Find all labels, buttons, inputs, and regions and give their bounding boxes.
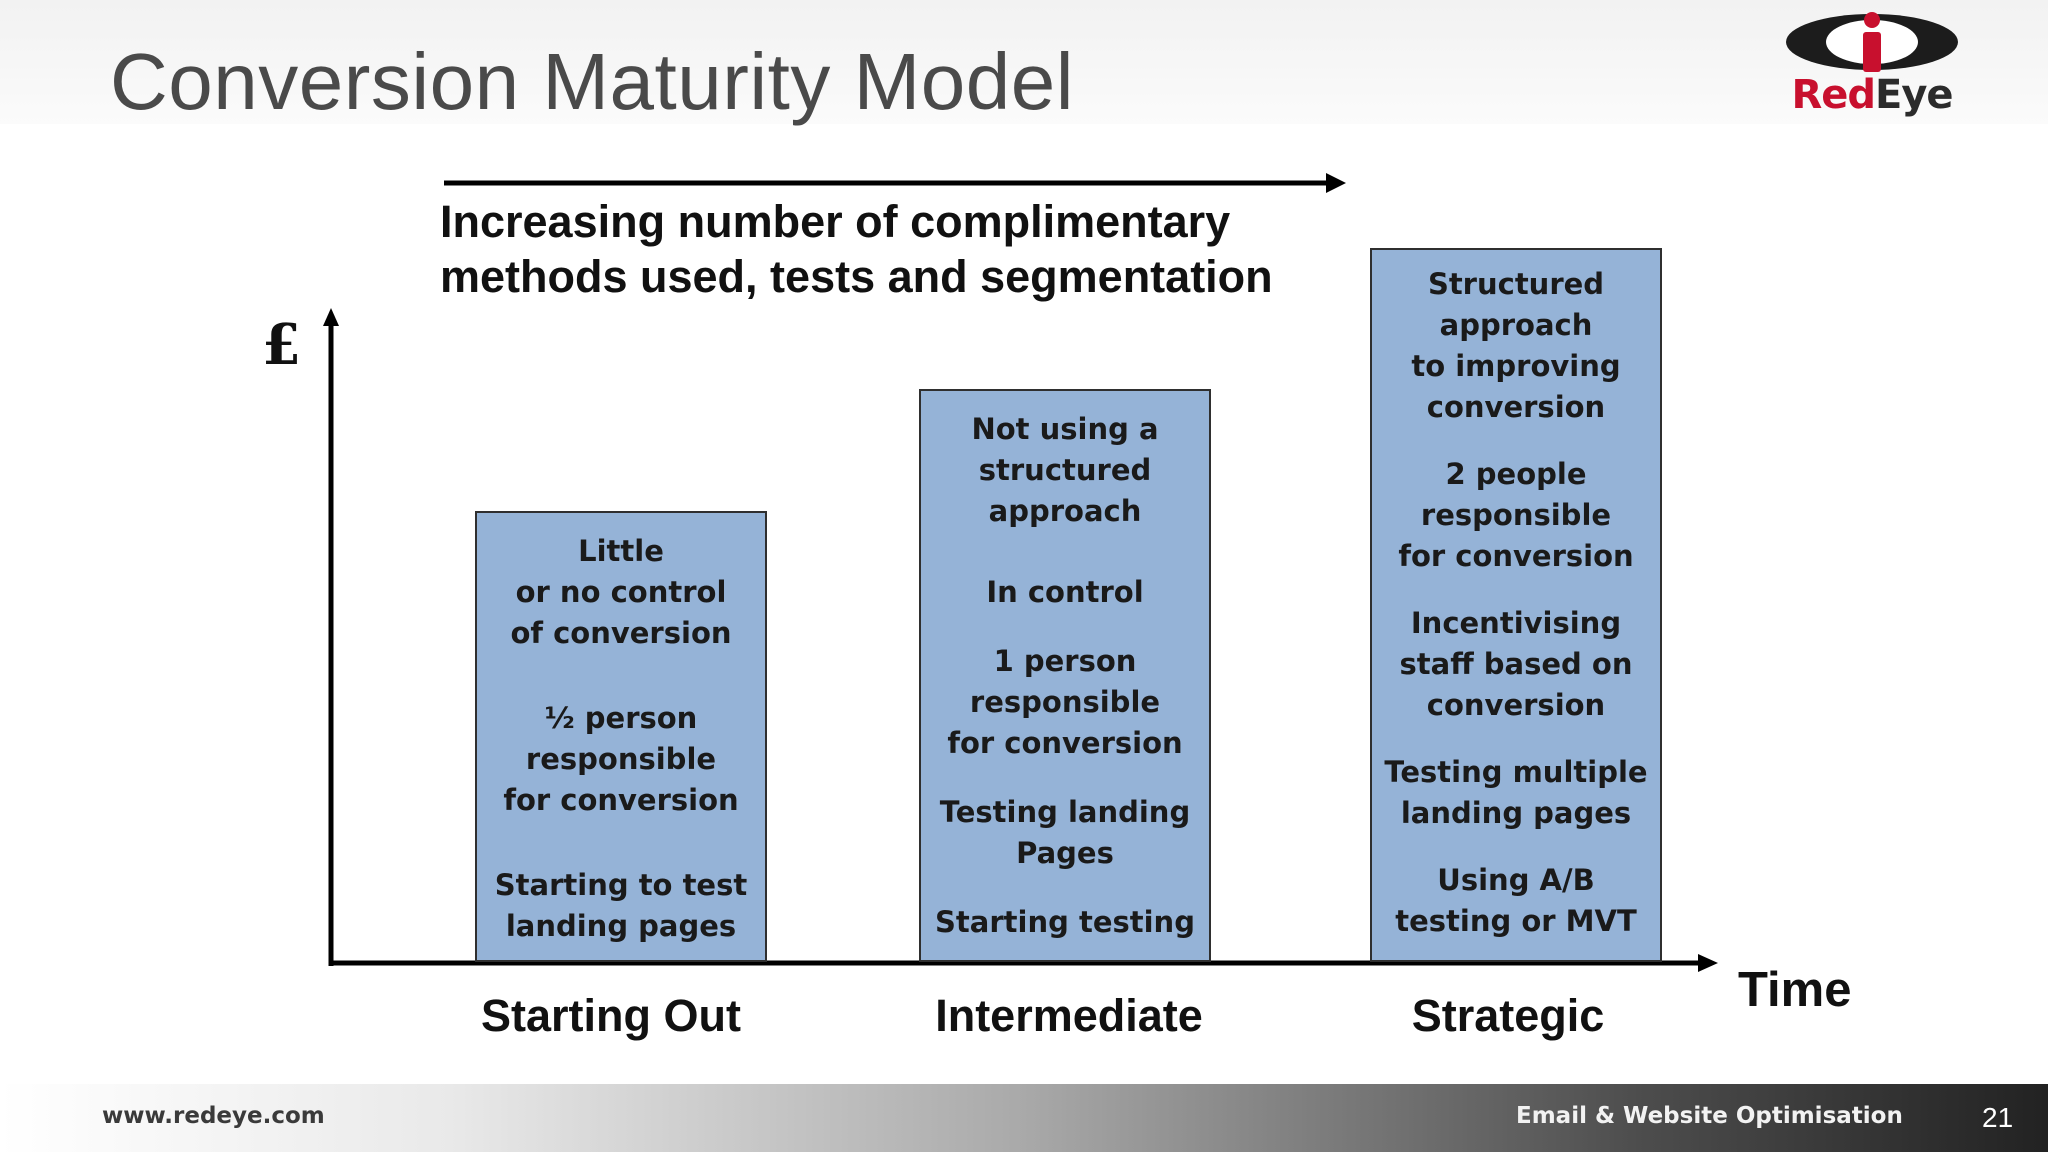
bar-text-line: approach bbox=[988, 494, 1142, 528]
bar-text-line: or no control bbox=[515, 575, 727, 609]
group-spacer bbox=[921, 532, 1209, 572]
bar-text-line: landing pages bbox=[505, 909, 737, 943]
group-spacer bbox=[921, 764, 1209, 792]
bar-text-line: of conversion bbox=[510, 616, 732, 650]
footer-tagline: Email & Website Optimisation bbox=[1516, 1103, 1903, 1129]
stage-label: Starting Out bbox=[481, 990, 741, 1041]
bar-text-line: Not using a bbox=[971, 412, 1159, 446]
group-spacer bbox=[921, 874, 1209, 902]
top-caption: Increasing number of complimentary metho… bbox=[440, 194, 1360, 304]
bar-text-line: structured bbox=[978, 453, 1152, 487]
slide-title: Conversion Maturity Model bbox=[110, 37, 1074, 126]
top-caption-line: Increasing number of complimentary bbox=[440, 196, 1231, 247]
bar-text-line: to improving bbox=[1411, 349, 1621, 383]
bar-text-line: staff based on bbox=[1399, 647, 1633, 681]
group-spacer bbox=[477, 654, 765, 698]
group-spacer bbox=[477, 821, 765, 865]
bar-text-line: Incentivising bbox=[1410, 606, 1622, 640]
bar-text-line: conversion bbox=[1426, 390, 1606, 424]
group-spacer bbox=[1372, 726, 1660, 752]
x-axis-label: Time bbox=[1738, 963, 1852, 1017]
bar-text-line: In control bbox=[986, 575, 1144, 609]
stage-label: Intermediate bbox=[935, 990, 1203, 1041]
logo-wordmark: RedEye bbox=[1786, 72, 1958, 118]
logo-text-dark: Eye bbox=[1875, 72, 1954, 118]
bar-text-line: Testing multiple bbox=[1384, 755, 1648, 789]
y-axis-label: £ bbox=[262, 312, 301, 378]
bar-text-line: 1 person bbox=[993, 644, 1137, 678]
maturity-bar-starting-out: Little or no control of conversion ½ person… bbox=[475, 511, 767, 962]
progress-arrow-head bbox=[1326, 173, 1346, 193]
bar-text-line: ½ person bbox=[544, 701, 698, 735]
bar-text-line: for conversion bbox=[947, 726, 1183, 760]
bar-text-line: for conversion bbox=[503, 783, 739, 817]
group-spacer bbox=[1372, 428, 1660, 454]
redeye-i-logo-icon bbox=[1786, 12, 1958, 72]
stage-label: Strategic bbox=[1411, 990, 1605, 1041]
slide-header bbox=[0, 0, 2048, 124]
y-axis-arrow-head bbox=[323, 308, 339, 326]
group-spacer bbox=[1372, 577, 1660, 603]
bar-text-line: Pages bbox=[1016, 836, 1114, 870]
page-number: 21 bbox=[1982, 1102, 2014, 1133]
bar-text-line: for conversion bbox=[1398, 539, 1634, 573]
bar-text-line: conversion bbox=[1426, 688, 1606, 722]
bar-text-line: responsible bbox=[525, 742, 717, 776]
bar-text-line: responsible bbox=[969, 685, 1161, 719]
bar-text-line: Starting to test bbox=[494, 868, 748, 902]
bar-text-line: Using A/B bbox=[1437, 863, 1595, 897]
bar-text-line: Structured bbox=[1427, 267, 1605, 301]
bar-text-line: Testing landing bbox=[939, 795, 1191, 829]
bar-text-line: Little bbox=[578, 534, 664, 568]
maturity-bar-strategic: Structured approach to improving conversion… bbox=[1370, 248, 1662, 962]
bar-text-line: testing or MVT bbox=[1395, 904, 1637, 938]
bar-text-line: responsible bbox=[1420, 498, 1612, 532]
group-spacer bbox=[1372, 834, 1660, 860]
maturity-bar-intermediate: Not using a structured approach In control 1… bbox=[919, 389, 1211, 962]
bar-text-line: 2 people bbox=[1445, 457, 1587, 491]
bar-text-line: Starting testing bbox=[935, 905, 1195, 939]
logo-text-red: Red bbox=[1791, 72, 1876, 118]
group-spacer bbox=[921, 613, 1209, 641]
top-caption-line: methods used, tests and segmentation bbox=[440, 251, 1273, 302]
bar-text-line: approach bbox=[1439, 308, 1593, 342]
slide-footer bbox=[0, 1084, 2048, 1152]
x-axis-arrow-head bbox=[1698, 954, 1718, 972]
footer-url: www.redeye.com bbox=[102, 1103, 325, 1129]
bar-text-line: landing pages bbox=[1400, 796, 1632, 830]
